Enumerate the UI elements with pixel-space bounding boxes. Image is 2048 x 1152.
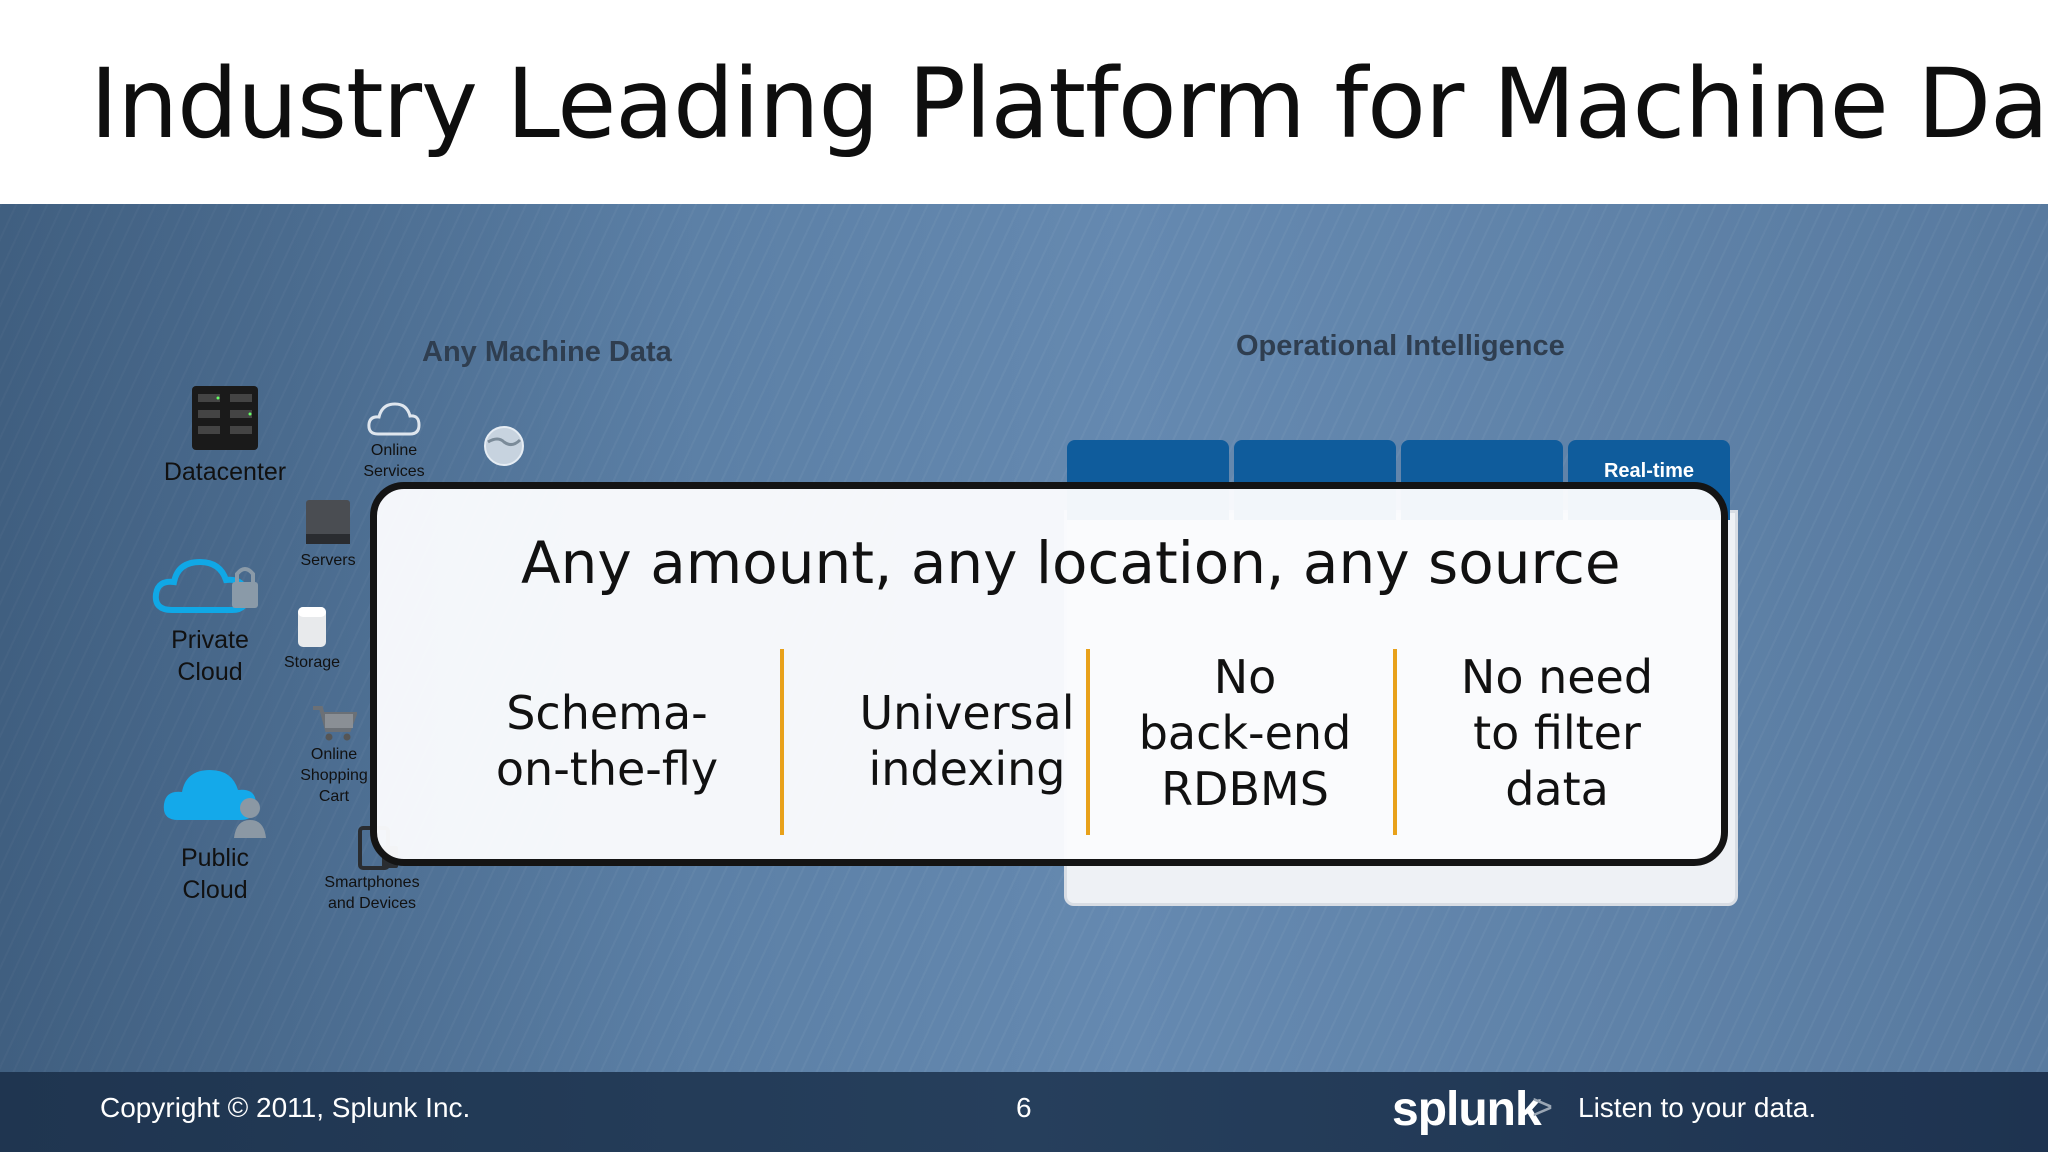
feature-line: RDBMS xyxy=(1161,762,1329,816)
source-label: Datacenter xyxy=(163,458,287,486)
splunk-logo: splunk xyxy=(1392,1083,1542,1136)
source-label: Online Shopping Cart xyxy=(300,746,368,805)
card-headline: Any amount, any location, any source xyxy=(521,529,1621,597)
feature-line: No xyxy=(1213,650,1277,704)
server-icon xyxy=(306,500,350,544)
feature-line: Schema- xyxy=(506,686,708,740)
feature-line: indexing xyxy=(868,742,1066,796)
private-cloud-icon xyxy=(152,558,258,613)
oi-tab-label: Real-time xyxy=(1603,460,1695,482)
source-private-cloud: Private Cloud xyxy=(150,552,270,688)
source-label: Servers xyxy=(300,552,356,569)
feature-universal-indexing: Universal indexing xyxy=(827,685,1107,797)
source-label: Online Services xyxy=(363,442,425,480)
source-label: Storage xyxy=(283,654,341,671)
feature-no-back-end-rdbms: No back-end RDBMS xyxy=(1125,649,1365,817)
slide-footer: Copyright © 2011, Splunk Inc. 6 splunk >… xyxy=(0,1072,2048,1152)
feature-line: data xyxy=(1505,762,1609,816)
title-band: Industry Leading Platform for Machine Da… xyxy=(0,0,2048,204)
copyright-text: Copyright © 2011, Splunk Inc. xyxy=(100,1092,471,1123)
source-public-cloud: Public Cloud xyxy=(160,758,270,906)
feature-line: on-the-fly xyxy=(495,742,719,796)
public-cloud-icon xyxy=(163,770,266,838)
feature-line: back-end xyxy=(1138,706,1352,760)
operational-intelligence-heading: Operational Intelligence xyxy=(1236,330,1565,362)
source-label: Smartphones and Devices xyxy=(324,874,420,912)
shopping-cart-icon xyxy=(313,706,357,741)
feature-line: No need xyxy=(1460,650,1654,704)
source-label: Private Cloud xyxy=(171,626,249,686)
feature-divider xyxy=(1393,649,1397,835)
source-storage: Storage xyxy=(280,604,344,673)
tagline: Listen to your data. xyxy=(1578,1092,1817,1123)
source-online-shopping-cart: Online Shopping Cart xyxy=(294,702,374,807)
storage-icon xyxy=(298,607,326,647)
feature-line: Universal xyxy=(859,686,1075,740)
chevron-right-icon: > xyxy=(1532,1086,1554,1127)
feature-line: to filter xyxy=(1473,706,1641,760)
server-rack-icon xyxy=(192,386,258,450)
feature-no-need-to-filter-data: No need to filter data xyxy=(1427,649,1687,817)
page-number: 6 xyxy=(1016,1092,1032,1123)
source-datacenter: Datacenter xyxy=(150,384,300,488)
feature-divider xyxy=(1086,649,1090,835)
source-servers: Servers xyxy=(296,496,360,571)
feature-schema-on-the-fly: Schema- on-the-fly xyxy=(487,685,727,797)
any-machine-data-heading: Any Machine Data xyxy=(422,336,672,368)
cloud-icon xyxy=(367,402,421,436)
source-online-services: Online Services xyxy=(356,400,432,482)
callout-card: Any amount, any location, any source Sch… xyxy=(370,482,1728,866)
source-label: Public Cloud xyxy=(180,844,250,904)
feature-divider xyxy=(780,649,784,835)
slide-title: Industry Leading Platform for Machine Da… xyxy=(90,48,2048,160)
globe-icon xyxy=(484,426,524,466)
